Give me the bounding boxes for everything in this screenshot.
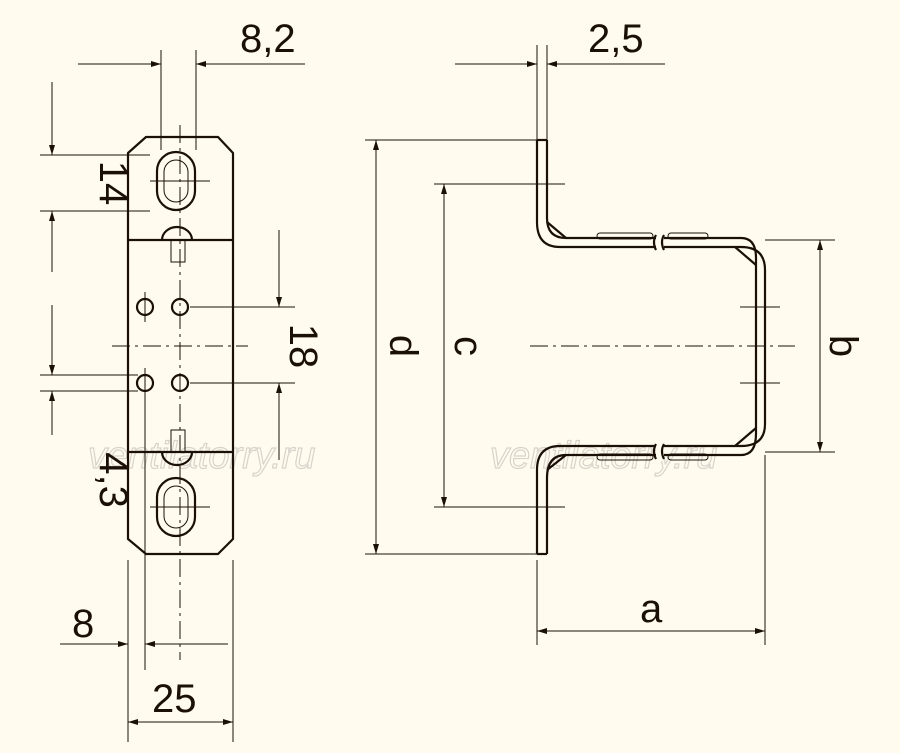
plate-dimensions: 8,2 14 18 4,3 8 25: [40, 17, 325, 742]
dim-depth: a: [640, 587, 663, 631]
plate-outline: [126, 135, 235, 556]
tab-top-stem: [170, 239, 186, 263]
break-gap-bottom: [656, 441, 664, 461]
dim-edge-offset: 8: [72, 602, 94, 646]
bracket-side-view: [530, 138, 795, 556]
profile-inner: [545, 140, 758, 554]
tab-top: [160, 225, 194, 241]
dim-inner-flange-span: c: [446, 336, 490, 356]
dim-hole-diameter: 4,3: [91, 452, 135, 508]
break-gap-top: [656, 232, 664, 252]
tab-bottom-stem: [170, 429, 186, 453]
profile-dimensions: 2,5 d c b a: [365, 17, 865, 645]
dim-overall-height: d: [381, 335, 425, 357]
profile-outer: [535, 140, 767, 554]
tab-bottom: [160, 451, 194, 467]
dim-plate-width: 25: [152, 677, 197, 721]
plate-front-view: [112, 125, 248, 660]
watermark-left: ventilatorry.ru: [88, 435, 315, 477]
dim-inner-height: b: [821, 335, 865, 357]
dim-slot-spacing: 14: [91, 161, 135, 206]
dim-sheet-thickness: 2,5: [588, 17, 644, 61]
dim-hole-spacing: 18: [281, 324, 325, 369]
dim-slot-width: 8,2: [240, 17, 296, 61]
